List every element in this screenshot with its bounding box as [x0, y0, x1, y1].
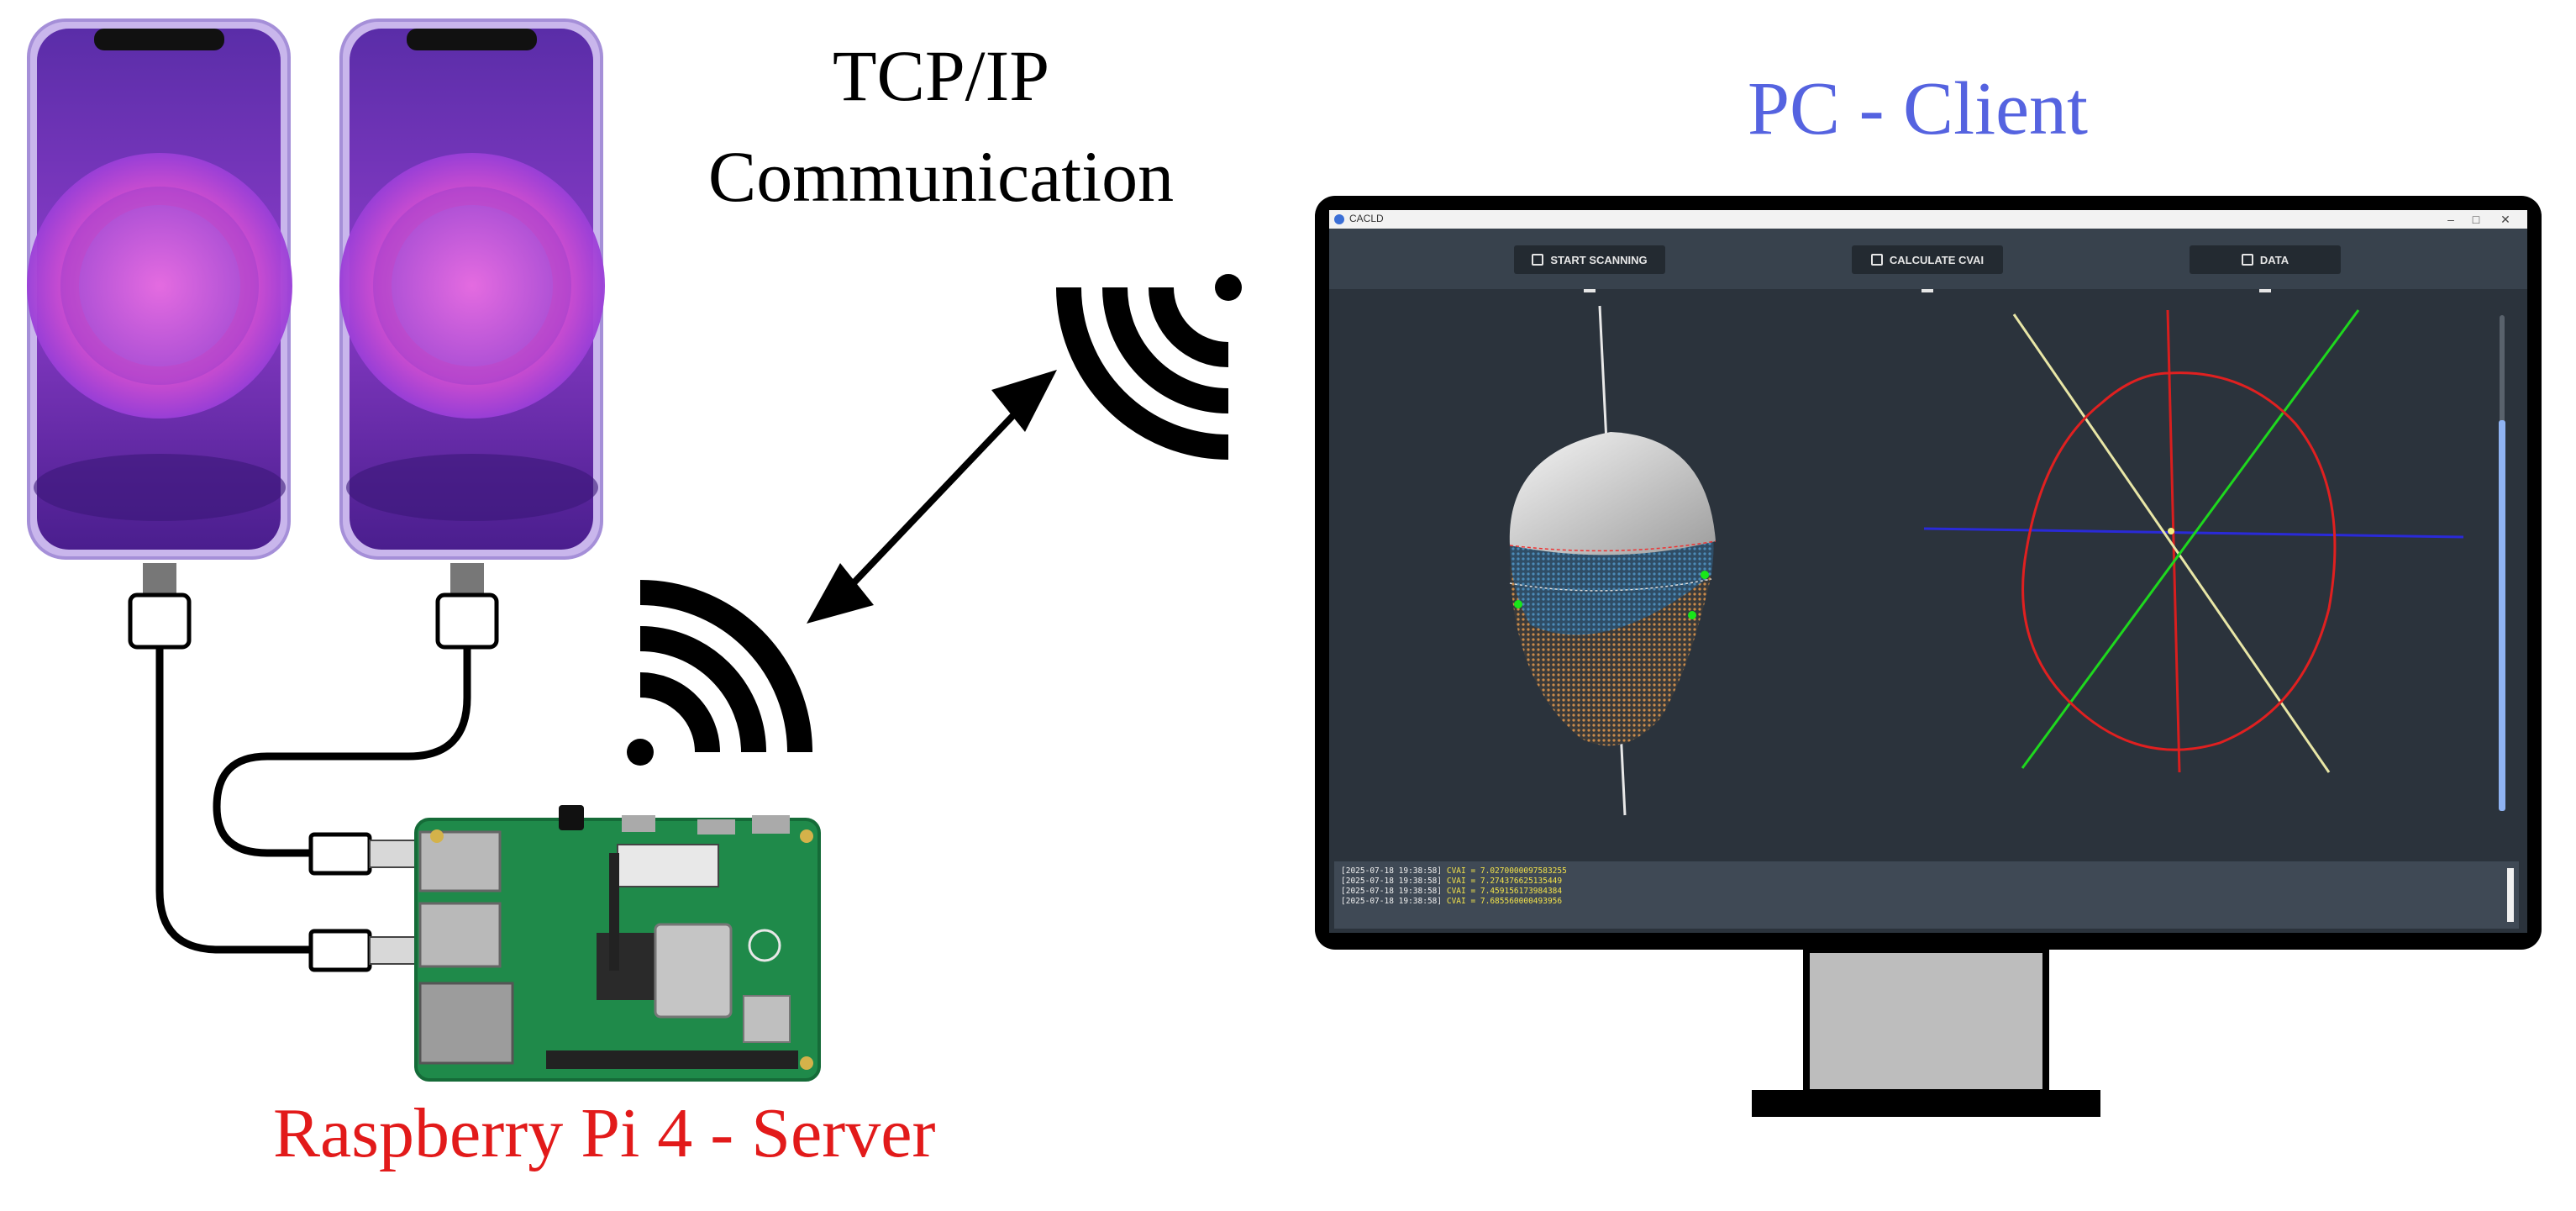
log-line: [2025-07-18 19:38:58] CVAI = 7.459156173… — [1341, 887, 1563, 896]
calculate-cvai-button[interactable]: CALCULATE CVAI — [1852, 245, 2003, 274]
toolbar: START SCANNING CALCULATE CVAI DATA — [1329, 229, 2527, 292]
app-logo-icon — [1334, 214, 1344, 224]
log-panel: [2025-07-18 19:38:58] CVAI = 7.027000009… — [1334, 861, 2519, 929]
scan-icon — [1532, 254, 1544, 266]
minimize-icon[interactable]: – — [2447, 213, 2454, 226]
log-line: [2025-07-18 19:38:58] CVAI = 7.685560000… — [1341, 897, 1563, 906]
title-bar: CACLD – □ ✕ — [1329, 210, 2527, 229]
data-button[interactable]: DATA — [2190, 245, 2341, 274]
head-point-cloud-icon — [1509, 305, 1716, 816]
raspberry-pi-board-icon — [414, 805, 821, 1082]
app-title: CACLD — [1349, 213, 1384, 224]
log-scrollbar[interactable] — [2507, 868, 2514, 922]
visualization-area — [1509, 305, 2464, 816]
start-scanning-label: START SCANNING — [1550, 253, 1648, 266]
communication-label: Communication — [707, 136, 1175, 217]
data-label: DATA — [2259, 253, 2289, 266]
smartphone-icon — [339, 18, 605, 560]
calculate-cvai-label: CALCULATE CVAI — [1889, 253, 1985, 266]
close-icon[interactable]: ✕ — [2500, 213, 2510, 226]
save-icon — [2241, 254, 2253, 266]
tcp-ip-label: TCP/IP — [832, 35, 1050, 116]
raspberry-pi-server-label: Raspberry Pi 4 - Server — [273, 1094, 936, 1172]
log-line: [2025-07-18 19:38:58] CVAI = 7.274376625… — [1341, 877, 1563, 886]
maximize-icon[interactable]: □ — [2472, 213, 2480, 226]
double-arrow-icon — [807, 370, 1057, 624]
contour-plot-icon — [1923, 309, 2464, 773]
smartphone-icon — [27, 18, 292, 560]
wifi-signal-icon — [627, 580, 812, 766]
chart-icon — [1870, 254, 1883, 266]
pc-client-label: PC - Client — [1748, 67, 2089, 150]
app-window: CACLD – □ ✕ START SCANNING CALCULATE CVA… — [1329, 210, 2527, 933]
start-scanning-button[interactable]: START SCANNING — [1514, 245, 1665, 274]
log-line: [2025-07-18 19:38:58] CVAI = 7.027000009… — [1341, 866, 1567, 876]
zoom-slider-fill[interactable] — [2499, 420, 2505, 811]
wifi-signal-icon — [1056, 274, 1242, 460]
usb-cable-icon — [155, 639, 471, 954]
